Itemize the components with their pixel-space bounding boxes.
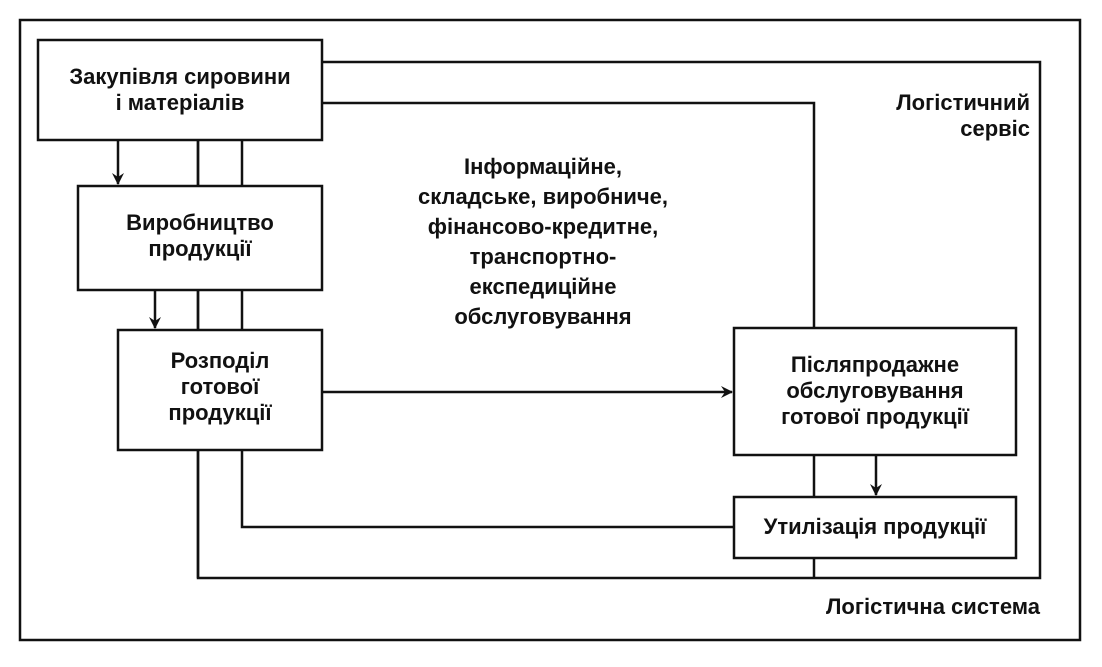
outer-frame	[18, 18, 1082, 642]
procurement-line-1: Закупівля сировини	[69, 64, 291, 89]
logistic-service-label: Логістичний сервіс	[840, 90, 1030, 142]
production-line-2: продукції	[148, 236, 252, 261]
center-line-5: експедиційне	[469, 274, 617, 299]
box-distribution	[116, 328, 324, 452]
box-aftersales	[732, 326, 1018, 457]
procurement-line-2: і матеріалів	[115, 90, 245, 115]
center-line-4: транспортно-	[469, 244, 617, 269]
aftersales-line-2: обслуговування	[786, 378, 964, 403]
production-line-1: Виробництво	[126, 210, 274, 235]
aftersales-line-3: готової продукції	[781, 404, 969, 429]
distribution-line-3: продукції	[168, 400, 272, 425]
distribution-line-2: готової	[180, 374, 260, 399]
service-loop-line	[322, 101, 816, 328]
box-utilization	[732, 495, 1018, 560]
center-line-1: Інформаційне,	[464, 154, 622, 179]
production-label: Виробництво продукції	[78, 210, 322, 262]
center-line-3: фінансово-кредитне,	[427, 214, 659, 239]
procurement-label: Закупівля сировини і матеріалів	[38, 64, 322, 116]
center-services-text: Інформаційне, складське, виробниче, фіна…	[388, 152, 698, 332]
utilization-line-1: Утилізація продукції	[763, 514, 987, 539]
box-procurement	[36, 38, 324, 142]
aftersales-label: Післяпродажне обслуговування готової про…	[734, 352, 1016, 430]
center-line-6: обслуговування	[454, 304, 632, 329]
logistic-system-label: Логістична система	[825, 594, 1040, 619]
distribution-line-1: Розподіл	[170, 348, 270, 373]
distribution-label: Розподіл готової продукції	[118, 348, 322, 426]
aftersales-line-1: Післяпродажне	[790, 352, 960, 377]
utilization-label: Утилізація продукції	[734, 514, 1016, 540]
logistic-service-line-1: Логістичний	[896, 90, 1030, 115]
logistic-service-line-2: сервіс	[960, 116, 1030, 141]
box-production	[76, 184, 324, 292]
util-line-c	[240, 450, 734, 529]
center-line-2: складське, виробниче,	[417, 184, 669, 209]
